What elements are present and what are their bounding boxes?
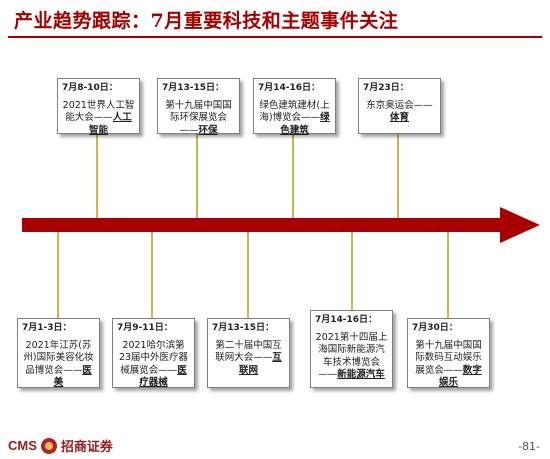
event-tag: 互联网: [238, 352, 282, 376]
event-desc: 2021世界人工智能大会——人工智能: [62, 99, 135, 136]
event-tag: 数字娱乐: [438, 364, 482, 389]
event-desc: 2021第十四届上海国际新能源汽车技术博览会——新能源汽车: [315, 331, 388, 381]
event-card-bottom-2: 7月9-11日： 2021哈尔滨第23届中外医疗器械展览会——医疗器械: [112, 318, 195, 388]
timeline-arrow-head: [500, 207, 540, 243]
event-date: 7月8-10日：: [62, 83, 118, 93]
event-date: 7月13-15日：: [162, 83, 225, 93]
event-desc: 绿色建筑建材(上海)博览会——绿色建筑: [259, 99, 330, 136]
event-desc: 2021哈尔滨第23届中外医疗器械展览会——医疗器械: [118, 339, 189, 389]
event-desc: 东京奥运会——体育: [366, 99, 433, 124]
brand-mark-icon: [40, 437, 57, 454]
event-card-bottom-4: 7月14-16日： 2021第十四届上海国际新能源汽车技术博览会——新能源汽车: [310, 310, 393, 388]
event-date: 7月14-16日：: [315, 315, 378, 325]
event-tag: 人工智能: [88, 112, 132, 136]
event-card-top-2: 7月13-15日： 第十九届中国国际环保展览会——环保: [157, 78, 240, 136]
event-desc: 第二十届中国互联网大会——互联网: [215, 339, 282, 376]
event-card-top-4: 7月23日： 东京奥运会——体育: [358, 78, 441, 134]
event-desc: 2021年江苏(苏州)国际美容化妆品博览会——医美: [23, 339, 94, 389]
brand-name-cn: 招商证券: [60, 439, 113, 454]
page-number: -81-: [518, 440, 540, 453]
title-underline: [8, 36, 542, 38]
event-card-bottom-1: 7月1-3日： 2021年江苏(苏州)国际美容化妆品博览会——医美: [17, 318, 100, 388]
event-tag: 医疗器械: [139, 364, 187, 389]
page-title: 产业趋势跟踪：7月重要科技和主题事件关注: [14, 10, 399, 32]
event-card-bottom-5: 7月30日： 第十九届中国国际数码互动娱乐展览会——数字娱乐: [407, 318, 490, 388]
event-date: 7月30日：: [412, 323, 458, 333]
event-tag: 医美: [53, 364, 92, 389]
timeline-arrow-shaft: [22, 218, 506, 232]
brand-name: CMS: [8, 438, 37, 453]
event-tag: 绿色建筑: [280, 112, 330, 136]
brand-logo: CMS 招商证券: [8, 436, 113, 455]
event-date: 7月1-3日：: [22, 323, 72, 333]
event-card-top-3: 7月14-16日： 绿色建筑建材(上海)博览会——绿色建筑: [253, 78, 336, 136]
event-date: 7月13-15日：: [212, 323, 275, 333]
event-tag: 环保: [198, 124, 218, 136]
event-card-bottom-3: 7月13-15日： 第二十届中国互联网大会——互联网: [207, 318, 290, 388]
event-tag: 新能源汽车: [337, 369, 385, 380]
event-tag: 体育: [389, 112, 409, 123]
event-desc: 第十九届中国国际数码互动娱乐展览会——数字娱乐: [415, 339, 482, 389]
event-date: 7月23日：: [363, 83, 409, 93]
event-card-top-1: 7月8-10日： 2021世界人工智能大会——人工智能: [57, 78, 140, 136]
event-date: 7月14-16日：: [258, 83, 321, 93]
event-desc: 第十九届中国国际环保展览会——环保: [165, 99, 232, 136]
event-date: 7月9-11日：: [117, 323, 173, 333]
